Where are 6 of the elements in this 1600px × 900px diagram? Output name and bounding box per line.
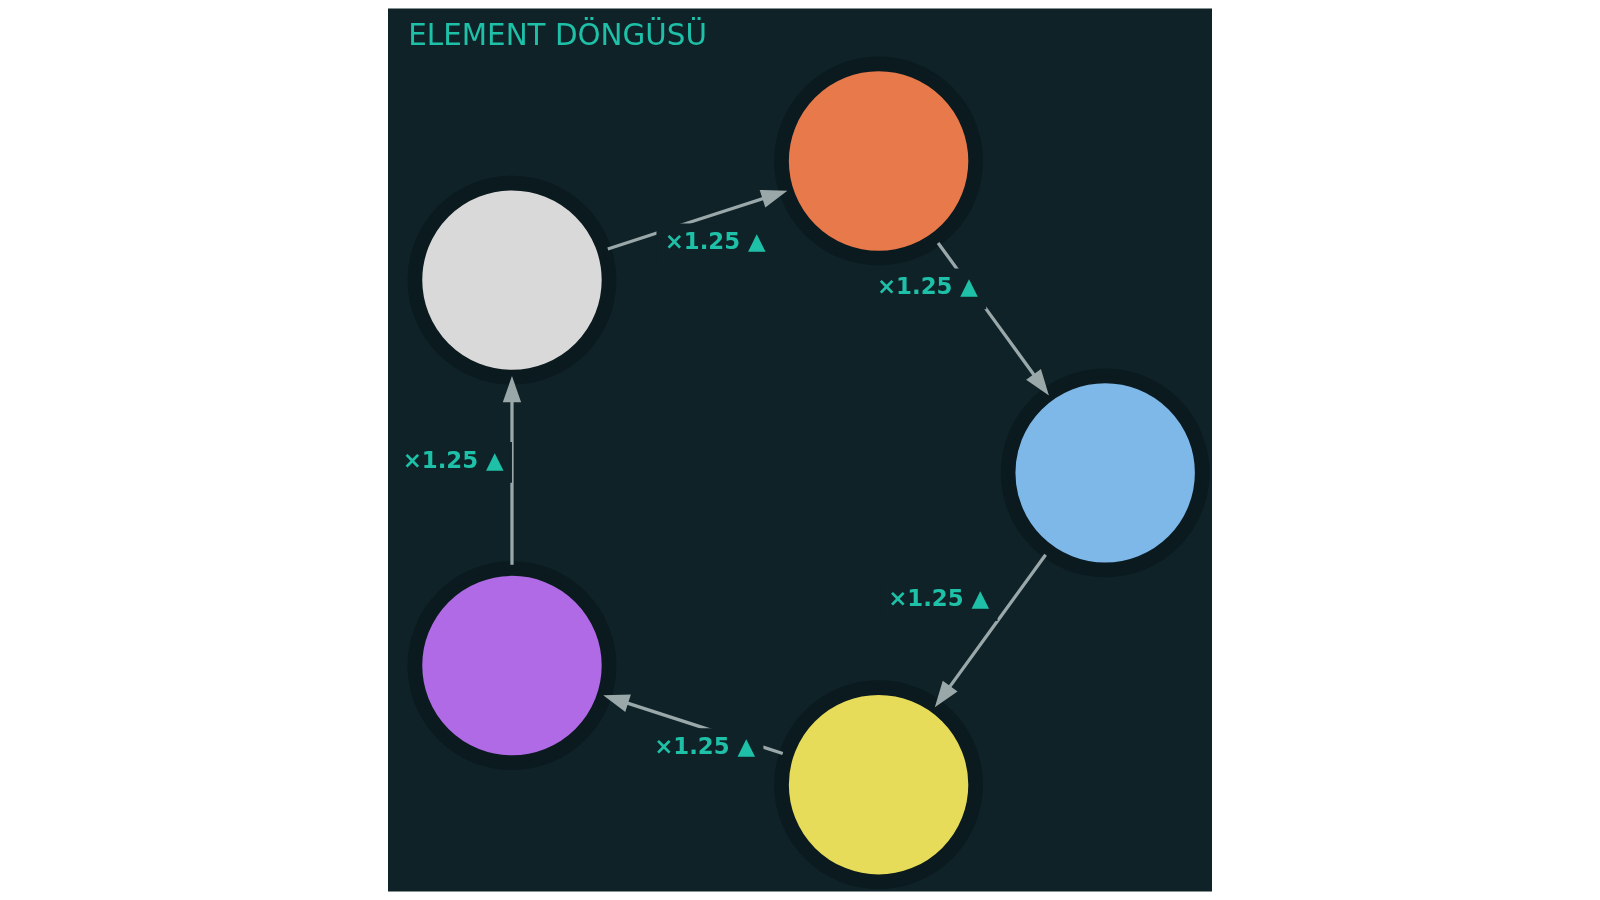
diagram-title: ELEMENT DÖNGÜSÜ (408, 18, 707, 53)
edge-label: ×1.25 ▲ (876, 273, 978, 300)
edge-label: ×1.25 ▲ (654, 732, 756, 759)
edge-label: ×1.25 ▲ (402, 446, 504, 473)
edge-label: ×1.25 ▲ (664, 228, 766, 255)
edge-label: ×1.25 ▲ (888, 584, 990, 611)
